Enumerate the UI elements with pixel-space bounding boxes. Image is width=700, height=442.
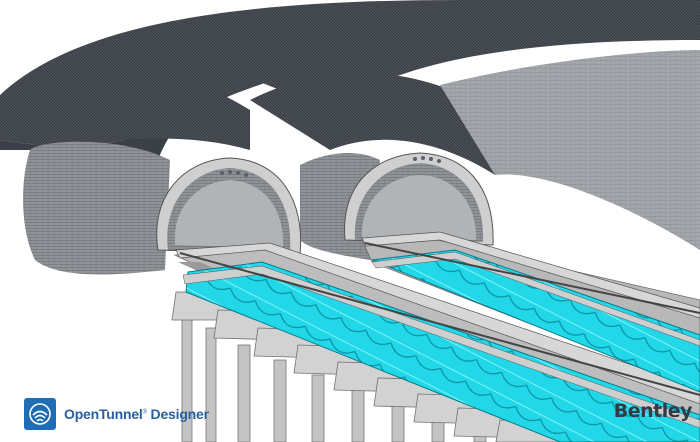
guideway-rails [179, 242, 700, 396]
tunnel-barrel-right [440, 50, 700, 250]
bridge-deck-left [173, 242, 700, 442]
opentunnel-logo-icon [24, 398, 56, 430]
bridge-deck-right [361, 231, 700, 393]
vendor-wordmark: Bentley [613, 400, 693, 422]
tunnel-barrel-left [23, 141, 171, 275]
product-name: OpenTunnel® Designer [64, 406, 209, 422]
product-branding: OpenTunnel® Designer [24, 397, 209, 431]
tunnel-portal-right [344, 152, 494, 246]
tunnel-portal-left [156, 157, 302, 256]
